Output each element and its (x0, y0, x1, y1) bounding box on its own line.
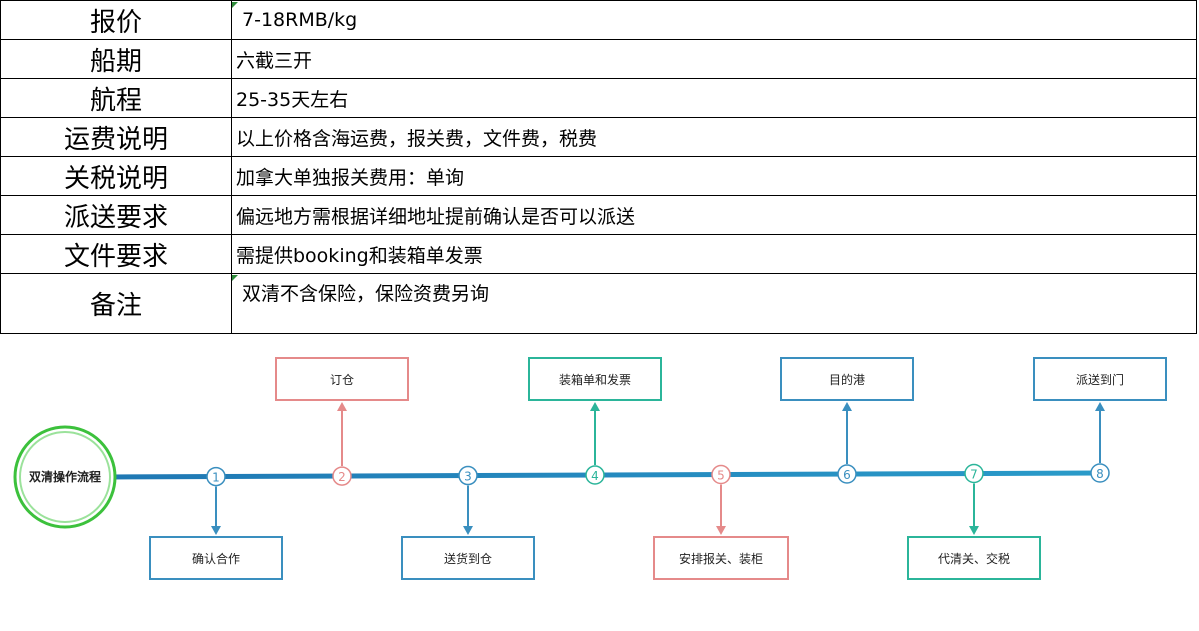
step-number: 8 (1096, 467, 1104, 481)
flow-step: 安排报关、装柜 5 (653, 464, 789, 580)
step-box (907, 536, 1041, 580)
step-number-circle (458, 465, 478, 486)
arrow-head-icon (842, 402, 852, 411)
row-label: 运费说明 (0, 117, 232, 157)
step-number: 3 (464, 470, 472, 484)
table-row: 航程 25-35天左右 (0, 78, 1197, 118)
row-value: 以上价格含海运费，报关费，文件费，税费 (231, 117, 1197, 157)
step-number-circle (837, 464, 857, 484)
step-number: 1 (212, 471, 220, 485)
step-number-circle (1090, 463, 1110, 483)
row-label: 报价 (0, 0, 232, 40)
row-value: 加拿大单独报关费用：单询 (231, 156, 1197, 196)
step-label: 代清关、交税 (938, 551, 1010, 566)
step-label: 目的港 (829, 372, 865, 387)
step-box (653, 536, 789, 580)
row-label: 备注 (0, 273, 232, 334)
arrow-head-icon (590, 402, 600, 411)
arrow-head-icon (969, 526, 979, 535)
table-row: 运费说明 以上价格含海运费，报关费，文件费，税费 (0, 117, 1197, 157)
step-box (149, 536, 283, 580)
flow-step: 送货到仓 3 (401, 465, 535, 580)
cell-marker (232, 275, 238, 281)
flow-step: 代清关、交税 7 (907, 463, 1041, 580)
cell-marker (232, 2, 238, 8)
step-label: 确认合作 (192, 551, 240, 566)
step-box (275, 357, 409, 401)
step-number: 2 (338, 470, 346, 484)
step-number-circle (711, 464, 731, 485)
arrow-head-icon (337, 402, 347, 411)
step-box (1033, 357, 1167, 401)
row-value: 双清不含保险，保险资费另询 (231, 273, 1197, 334)
start-label: 双清操作流程 (29, 469, 101, 484)
flow-step: 目的港 6 (780, 357, 914, 484)
row-value: 需提供booking和装箱单发票 (231, 234, 1197, 274)
row-value: 六截三开 (231, 39, 1197, 79)
step-box (401, 536, 535, 580)
row-label: 关税说明 (0, 156, 232, 196)
step-number-circle (585, 465, 605, 485)
row-value: 25-35天左右 (231, 78, 1197, 118)
step-label: 装箱单和发票 (559, 372, 631, 387)
step-number: 6 (843, 468, 851, 482)
flow-step: 装箱单和发票 4 (528, 357, 662, 485)
step-number: 7 (970, 468, 978, 482)
row-label: 文件要求 (0, 234, 232, 274)
row-value: 偏远地方需根据详细地址提前确认是否可以派送 (231, 195, 1197, 235)
step-number-circle (964, 463, 984, 484)
step-box (780, 357, 914, 401)
row-label: 航程 (0, 78, 232, 118)
step-number-circle (206, 466, 226, 487)
process-flow-diagram: 双清操作流程 确认合作 1 订仓 2 送货到仓 3 装箱单和发票 4 安排报关、装柜 5 目的港 6 代… (13, 357, 1167, 580)
flow-step: 派送到门 8 (1033, 357, 1167, 483)
step-label: 送货到仓 (444, 551, 492, 566)
step-label: 派送到门 (1076, 372, 1124, 387)
step-label: 安排报关、装柜 (679, 551, 763, 566)
step-number: 5 (717, 469, 725, 483)
timeline-axis (109, 470, 1101, 480)
table-row: 船期 六截三开 (0, 39, 1197, 79)
row-value: 7-18RMB/kg (231, 0, 1197, 40)
table-row: 备注 双清不含保险，保险资费另询 (0, 273, 1197, 334)
flow-step: 确认合作 1 (149, 466, 283, 580)
step-box (528, 357, 662, 401)
arrow-head-icon (463, 526, 473, 535)
table-row: 文件要求 需提供booking和装箱单发票 (0, 234, 1197, 274)
table-row: 派送要求 偏远地方需根据详细地址提前确认是否可以派送 (0, 195, 1197, 235)
start-circle-inner (19, 431, 111, 523)
flow-step: 订仓 2 (275, 357, 409, 486)
step-label: 订仓 (330, 373, 354, 387)
step-number: 4 (591, 469, 599, 483)
arrow-head-icon (716, 526, 726, 535)
price-info-table: 报价 7-18RMB/kg 船期 六截三开 航程 25-35天左右 运费说明 以… (0, 0, 1197, 334)
arrow-head-icon (1095, 402, 1105, 411)
step-number-circle (332, 466, 352, 486)
arrow-head-icon (211, 526, 221, 535)
table-row: 报价 7-18RMB/kg (0, 0, 1197, 40)
table-row: 关税说明 加拿大单独报关费用：单询 (0, 156, 1197, 196)
row-label: 船期 (0, 39, 232, 79)
row-label: 派送要求 (0, 195, 232, 235)
